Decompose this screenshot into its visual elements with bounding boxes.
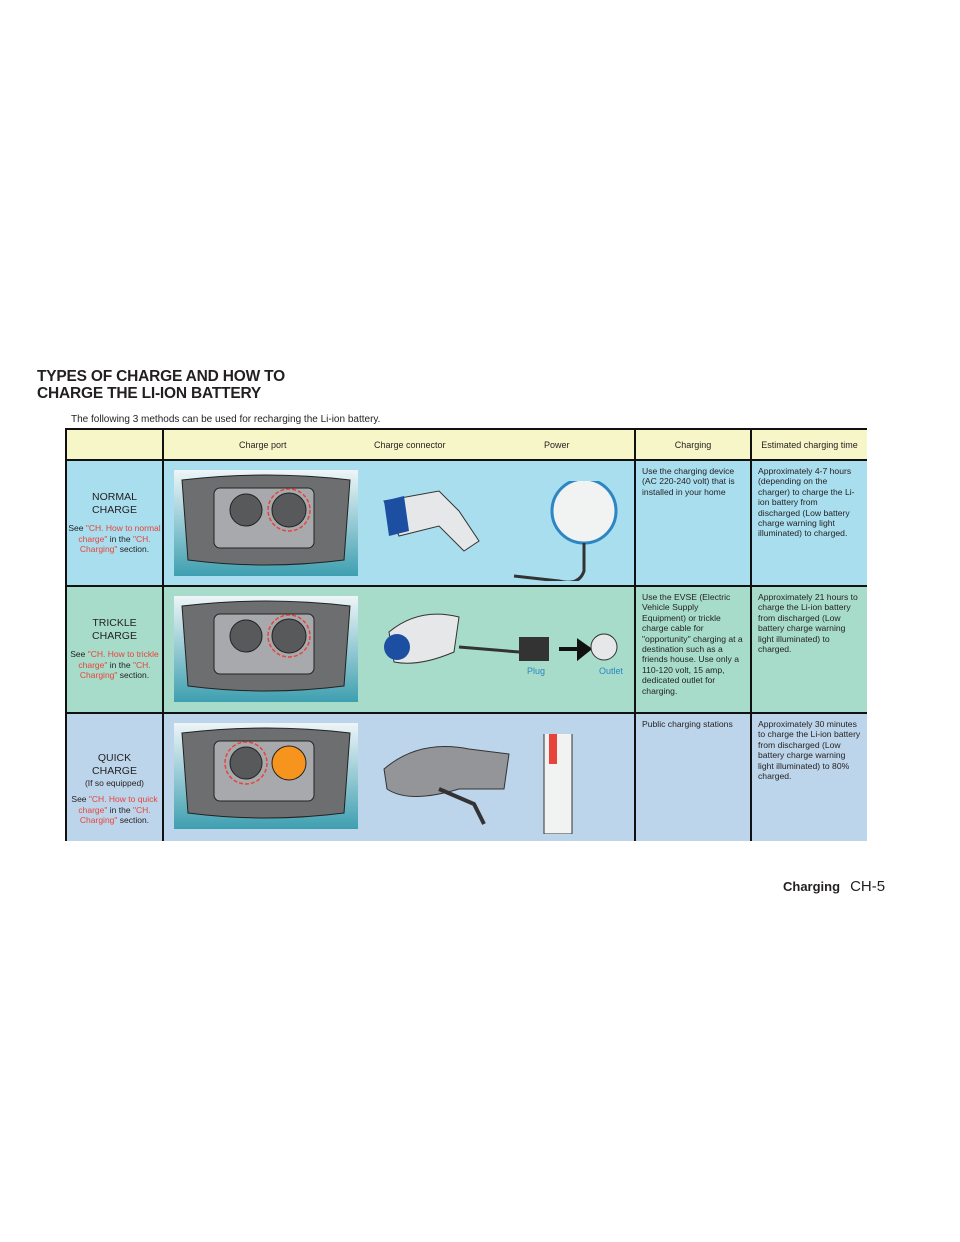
quick-connector-illustration	[383, 734, 573, 834]
in-the-text: in the	[109, 659, 131, 670]
trickle-connector-illustration	[384, 613, 618, 664]
see-reference: See "CH. How to normal charge" in the "C…	[67, 523, 162, 555]
footer-section: Charging	[783, 879, 841, 894]
charging-description: Use the charging device (AC 220-240 volt…	[636, 461, 752, 587]
title-line-1: TYPES OF CHARGE AND HOW TO	[37, 368, 285, 385]
plug-label: Plug	[527, 666, 546, 676]
header-charge-port: Charge port	[239, 440, 287, 450]
see-text: See	[71, 794, 87, 805]
header-charge-connector: Charge connector	[374, 440, 446, 450]
charging-description: Public charging stations	[636, 714, 752, 841]
section-text: section.	[119, 544, 150, 554]
intro-text: The following 3 methods can be used for …	[71, 414, 381, 425]
see-reference: See "CH. How to trickle charge" in the "…	[67, 649, 162, 681]
charge-types-table: Charge port Charge connector Power Charg…	[65, 428, 867, 841]
row-label: NORMAL CHARGE See "CH. How to normal cha…	[67, 461, 164, 587]
row-images	[164, 714, 636, 841]
page-number: CH-5	[850, 878, 886, 895]
charge-port-illustration	[174, 596, 358, 702]
see-text: See	[68, 523, 84, 533]
charge-type-name: QUICK CHARGE	[92, 752, 137, 777]
header-images: Charge port Charge connector Power	[164, 430, 636, 461]
section-text: section.	[119, 815, 150, 826]
page-footer: Charging CH-5	[783, 878, 885, 895]
outlet-label: Outlet	[599, 666, 624, 676]
row-images	[164, 461, 636, 587]
see-reference: See "CH. How to quick charge" in the "CH…	[67, 794, 162, 826]
reference-link[interactable]: "CH. How to quick charge"	[78, 794, 158, 815]
charging-description: Use the EVSE (Electric Vehicle Supply Eq…	[636, 587, 752, 714]
estimated-time: Approximately 30 minutes to charge the L…	[752, 714, 867, 841]
header-power: Power	[544, 440, 570, 450]
reference-link[interactable]: "CH. How to normal charge"	[78, 523, 161, 544]
section-link[interactable]: "CH. Charging"	[79, 804, 151, 826]
charge-port-illustration	[174, 723, 358, 829]
row-images	[164, 587, 636, 714]
see-text: See	[70, 649, 86, 659]
estimated-time: Approximately 4-7 hours (depending on th…	[752, 461, 867, 587]
section-text: section.	[119, 670, 150, 680]
section-link[interactable]: "CH. Charging"	[79, 659, 151, 681]
in-the-text: in the	[109, 804, 131, 815]
section-link[interactable]: "CH. Charging"	[79, 533, 151, 555]
normal-connector-illustration	[383, 481, 618, 581]
in-the-text: in the	[109, 533, 131, 544]
estimated-time: Approximately 21 hours to charge the Li-…	[752, 587, 867, 714]
row-label: TRICKLE CHARGE See "CH. How to trickle c…	[67, 587, 164, 714]
charge-type-note: (If so equipped)	[84, 778, 145, 788]
row-label: QUICK CHARGE (If so equipped) See "CH. H…	[67, 714, 164, 841]
header-time: Estimated charging time	[752, 430, 867, 461]
title-line-2: CHARGE THE LI-ION BATTERY	[37, 385, 262, 402]
charge-port-illustration	[174, 470, 358, 576]
charge-type-name: NORMAL CHARGE	[92, 491, 137, 516]
header-charging: Charging	[636, 430, 752, 461]
header-blank	[67, 430, 164, 461]
reference-link[interactable]: "CH. How to trickle charge"	[78, 649, 159, 670]
charge-type-name: TRICKLE CHARGE	[92, 617, 137, 642]
